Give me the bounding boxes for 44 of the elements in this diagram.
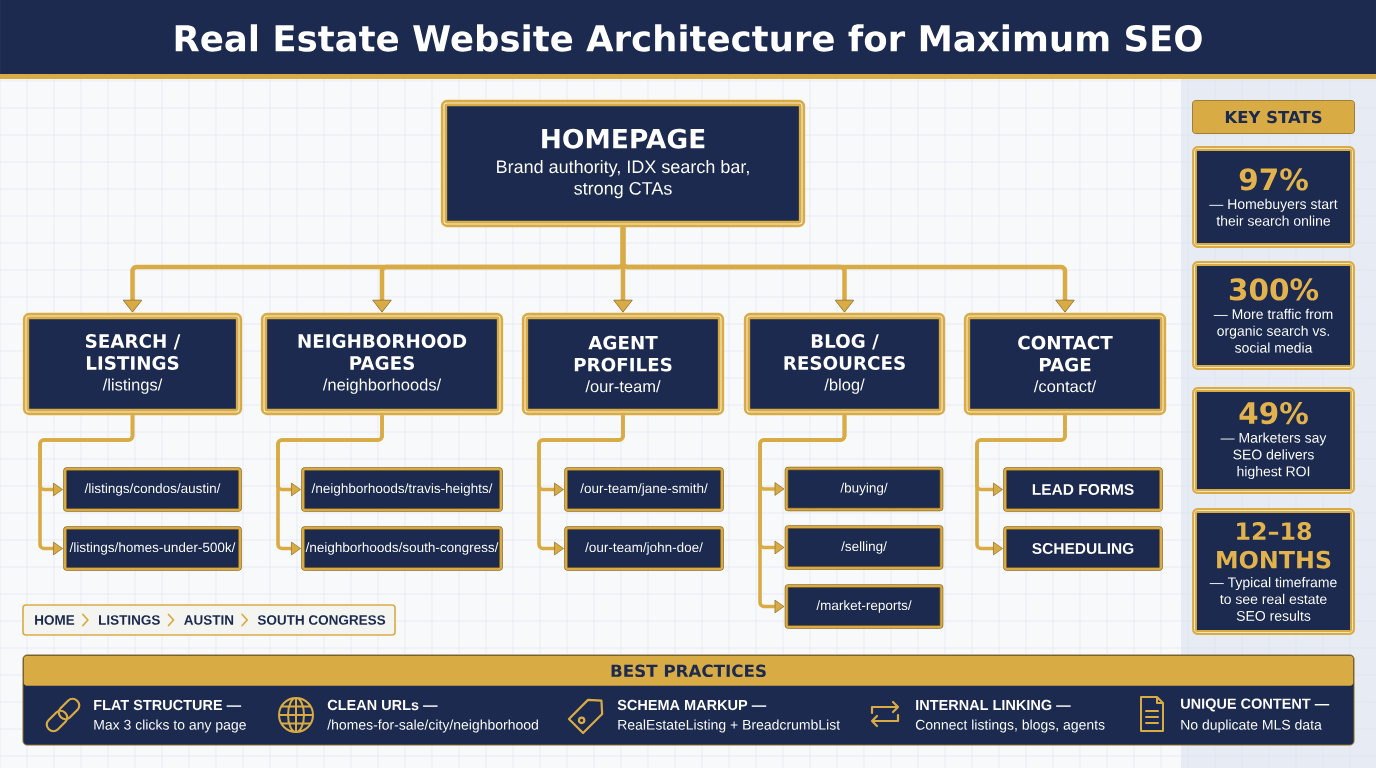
- section-box: AGENT PROFILES /our-team/: [521, 312, 725, 416]
- practice-text: RealEstateListing + BreadcrumbList: [618, 719, 840, 733]
- practice-text: Max 3 clicks to any page: [94, 719, 246, 733]
- subpage-box: /listings/homes-under-500k/: [63, 526, 242, 571]
- subpage-box: LEAD FORMS: [1003, 467, 1163, 512]
- subpage-box: /selling/: [784, 525, 944, 570]
- arrow: [620, 227, 1075, 313]
- practice-title: INTERNAL LINKING —: [916, 699, 1071, 711]
- subpage-box: SCHEDULING: [1003, 526, 1163, 571]
- arrow: [276, 415, 384, 556]
- subpage-box: /listings/condos/austin/: [63, 467, 242, 512]
- section-box: NEIGHBORHOOD PAGES /neighborhoods/: [260, 312, 504, 416]
- stat-card: 97% — Homebuyers start their search online: [1192, 146, 1355, 248]
- top-page-box: HOMEPAGE Brand authority, IDX search bar, strong CTAs: [440, 99, 806, 228]
- arrow: [975, 415, 1067, 556]
- subpage-box: /neighborhoods/travis-heights/: [301, 467, 503, 512]
- subpage-box: /our-team/jane-smith/: [564, 467, 724, 512]
- breadcrumb-item: AUSTIN: [184, 615, 234, 625]
- section-box: SEARCH / LISTINGS /listings/: [22, 312, 243, 416]
- practice-title: CLEAN URLs —: [327, 699, 438, 711]
- section-box: CONTACT PAGE /contact/: [963, 312, 1167, 416]
- subpage-box: /neighborhoods/south-congress/: [301, 526, 503, 571]
- subpage-box: /buying/: [784, 466, 944, 512]
- breadcrumb-item: HOME: [35, 615, 75, 625]
- stat-card: 49% — Marketers say SEO delivers highest ROI: [1192, 387, 1355, 494]
- heading-box: KEY STATS: [1192, 100, 1355, 134]
- practice-text: /homes-for-sale/city/neighborhood: [327, 719, 538, 733]
- practice-title: SCHEMA MARKUP —: [617, 699, 767, 711]
- section-box: BLOG / RESOURCES /blog/: [743, 312, 946, 416]
- arrow: [758, 415, 847, 614]
- breadcrumb-item: SOUTH CONGRESS: [257, 615, 386, 625]
- title: Real Estate Website Architecture for Maximum SEO: [175, 24, 1202, 52]
- practice-text: Connect listings, blogs, agents: [915, 719, 1105, 733]
- stat-card: 300% — More traffic from organic search vs. social media: [1192, 261, 1355, 370]
- practice-text: No duplicate MLS data: [1181, 719, 1322, 733]
- breadcrumb-item: LISTINGS: [99, 615, 160, 625]
- stat-card: 12–18 MONTHS — Typical timeframe to see real estate SEO results: [1192, 508, 1355, 635]
- arrow: [537, 415, 625, 556]
- subpage-box: /our-team/john-doe/: [564, 526, 724, 571]
- subpage-box: /market-reports/: [784, 584, 944, 629]
- practice-title: FLAT STRUCTURE —: [94, 699, 242, 711]
- practice-title: UNIQUE CONTENT —: [1181, 698, 1330, 712]
- panel-header: BEST PRACTICES: [23, 655, 1354, 686]
- arrow: [38, 415, 135, 556]
